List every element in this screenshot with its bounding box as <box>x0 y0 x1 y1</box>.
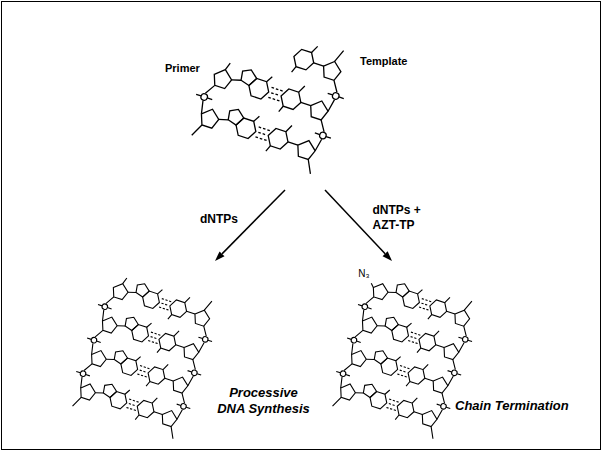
backbone <box>443 359 465 389</box>
base-pair <box>348 341 453 398</box>
base-pair <box>369 274 474 331</box>
atom-label: N₃ <box>358 269 369 279</box>
backbone <box>454 326 476 356</box>
backbone <box>83 326 105 356</box>
reagent-label: dNTPs + AZT-TP <box>373 203 435 233</box>
base-pair <box>358 307 463 364</box>
base-pair <box>337 374 442 431</box>
backbone <box>94 293 116 323</box>
arrowhead <box>383 251 392 261</box>
reagent-label: dNTPs <box>200 212 238 227</box>
backbone <box>172 393 194 423</box>
termination-panel: Chain Termination <box>315 262 595 445</box>
base-pair <box>197 98 321 166</box>
backbone <box>72 360 94 390</box>
strand-tail <box>73 270 218 439</box>
base-pair <box>88 341 193 398</box>
base-pair <box>209 58 333 126</box>
backbone <box>343 326 365 356</box>
outcome-caption: Processive DNA Synthesis <box>215 385 312 418</box>
azido-bond <box>370 283 374 287</box>
base-pair <box>98 307 203 364</box>
strand-tail <box>192 14 350 174</box>
synthesis-panel: Processive DNA Synthesis <box>40 262 315 445</box>
base-pair <box>77 374 182 431</box>
primer-template-panel: Primer Template <box>155 5 440 188</box>
outcome-caption: Chain Termination <box>455 398 569 414</box>
extended-duplex-structure <box>66 268 224 441</box>
strand-label: Primer <box>165 62 200 74</box>
backbone <box>354 293 376 323</box>
strand-label: Template <box>360 55 407 67</box>
backbone <box>194 326 216 356</box>
base-pair <box>109 274 214 331</box>
arrowhead <box>215 251 225 261</box>
terminated-duplex-structure <box>322 267 484 441</box>
backbone <box>332 360 354 390</box>
primer-template-structure <box>184 12 358 177</box>
backbone <box>183 359 205 389</box>
strand-tail <box>333 270 478 439</box>
backbone <box>432 393 454 423</box>
template-nucleotide <box>289 40 346 86</box>
